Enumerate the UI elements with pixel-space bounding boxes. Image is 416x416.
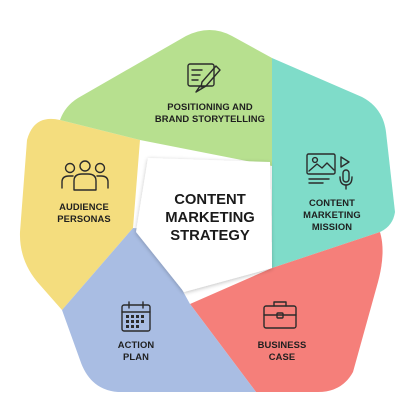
mission-label-line1: CONTENT bbox=[309, 197, 355, 208]
segment-audience-personas bbox=[19, 118, 141, 310]
business-case-label-line1: BUSINESS bbox=[258, 339, 307, 350]
segment-positioning bbox=[60, 30, 272, 166]
segment-business-case bbox=[190, 232, 383, 392]
people-group-icon bbox=[61, 160, 109, 191]
center-title-line2: MARKETING bbox=[165, 210, 255, 226]
mission-label-line3: MISSION bbox=[312, 221, 352, 232]
calendar-icon bbox=[121, 301, 151, 332]
center-title-line1: CONTENT bbox=[174, 192, 246, 208]
positioning-label-line2: BRAND STORYTELLING bbox=[155, 113, 265, 124]
briefcase-icon bbox=[263, 301, 297, 329]
media-presentation-icon bbox=[306, 153, 353, 190]
center-pentagon bbox=[136, 158, 272, 292]
audience-label-line2: PERSONAS bbox=[57, 213, 110, 224]
positioning-label-line1: POSITIONING AND bbox=[167, 101, 253, 112]
action-plan-label-line1: ACTION bbox=[118, 339, 155, 350]
center-title-line3: STRATEGY bbox=[170, 228, 250, 244]
segment-action-plan bbox=[62, 228, 256, 392]
segments-group bbox=[19, 30, 395, 392]
action-plan-label-line2: PLAN bbox=[123, 351, 149, 362]
segment-mission bbox=[272, 58, 395, 268]
mission-label-line2: MARKETING bbox=[303, 209, 361, 220]
document-pencil-icon bbox=[187, 63, 221, 93]
audience-label-line1: AUDIENCE bbox=[59, 201, 109, 212]
business-case-label-line2: CASE bbox=[269, 351, 295, 362]
